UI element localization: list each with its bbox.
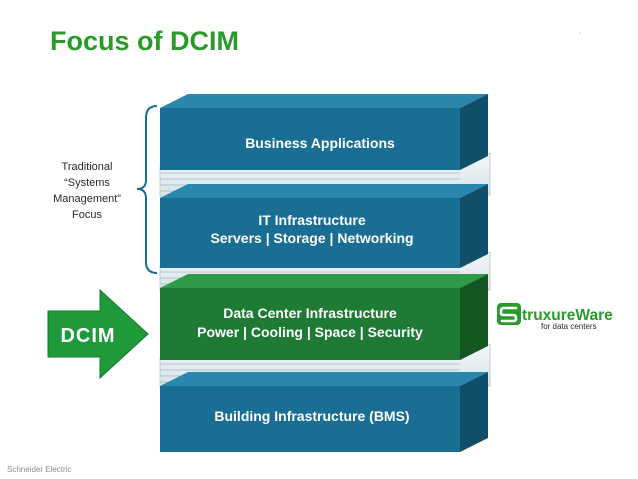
page-title: Focus of DCIM: [50, 26, 239, 56]
layer-sublabel: Servers | Storage | Networking: [210, 230, 413, 246]
logo-name: truxureWare: [522, 307, 613, 324]
layer-label: Business Applications: [245, 135, 395, 151]
struxureware-s-icon: [497, 303, 521, 325]
decorative-dot: [579, 32, 581, 34]
layer-business-applications: Business Applications: [160, 94, 488, 170]
layer-label: Building Infrastructure (BMS): [214, 408, 409, 424]
dcim-arrow-label: DCIM: [60, 325, 115, 347]
layer-label: Data Center Infrastructure: [223, 305, 397, 321]
bracket-label-line: “Systems: [64, 177, 110, 189]
struxureware-logo: truxureWare for data centers: [497, 303, 613, 331]
bracket-label: Traditional “Systems Management” Focus: [53, 161, 121, 221]
bracket-label-line: Focus: [72, 209, 102, 221]
footer-company: Schneider Electric: [7, 465, 72, 474]
layer-it-infrastructure: IT Infrastructure Servers | Storage | Ne…: [160, 184, 488, 268]
dcim-arrow: DCIM: [47, 288, 149, 380]
layer-building-infrastructure: Building Infrastructure (BMS): [160, 372, 488, 452]
logo-tagline: for data centers: [541, 322, 597, 331]
layer-sublabel: Power | Cooling | Space | Security: [197, 324, 423, 340]
traditional-focus-bracket: [136, 105, 158, 274]
bracket-label-line: Management”: [53, 193, 121, 205]
layer-label: IT Infrastructure: [258, 212, 366, 228]
bracket-label-line: Traditional: [62, 161, 113, 173]
layer-data-center-infrastructure: Data Center Infrastructure Power | Cooli…: [160, 274, 488, 360]
